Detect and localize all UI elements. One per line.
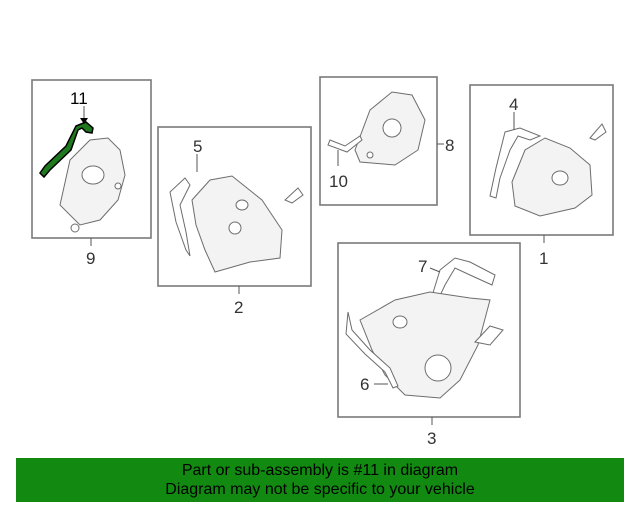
panel-8: 10 8 <box>319 76 454 206</box>
diagram-notice-banner: Part or sub-assembly is #11 in diagram D… <box>16 458 624 502</box>
callout-1: 1 <box>539 249 548 268</box>
panel-9: 11 9 <box>31 79 152 268</box>
callout-6: 6 <box>360 375 369 394</box>
callout-4: 4 <box>509 95 518 114</box>
callout-9: 9 <box>86 249 95 268</box>
callout-10: 10 <box>329 172 348 191</box>
panel-1: 4 1 <box>469 84 614 268</box>
panel-3: 7 6 3 <box>337 242 521 448</box>
callout-5: 5 <box>193 137 202 156</box>
callout-7: 7 <box>418 257 427 276</box>
notice-line-1: Part or sub-assembly is #11 in diagram <box>181 462 459 479</box>
gasket-4 <box>489 127 542 199</box>
cover-3 <box>359 291 491 399</box>
notice-line-2: Diagram may not be specific to your vehi… <box>165 481 475 498</box>
callout-3: 3 <box>427 429 436 448</box>
gasket-6 <box>345 311 399 389</box>
panel-2: 5 2 <box>157 126 312 317</box>
callout-11: 11 <box>70 89 88 108</box>
gasket-5 <box>169 177 191 257</box>
callout-8: 8 <box>445 136 454 155</box>
callout-2: 2 <box>234 298 243 317</box>
seal-11-highlight[interactable] <box>39 121 94 179</box>
seal-10 <box>327 135 363 153</box>
